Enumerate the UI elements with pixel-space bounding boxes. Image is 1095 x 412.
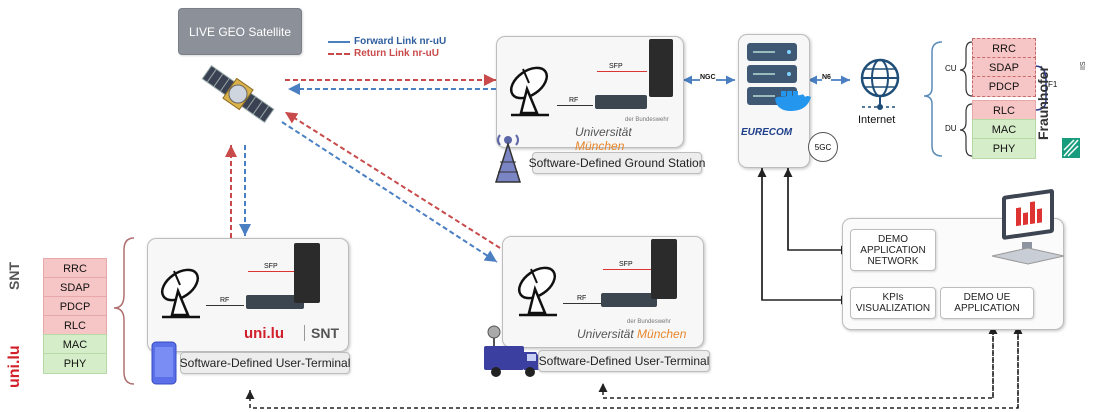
dish-icon (509, 66, 549, 117)
gnb-layer-pdcp: PDCP (972, 76, 1036, 97)
unilu-logo: uni.lu (244, 325, 284, 342)
snt-logo: SNT (304, 325, 339, 341)
unibw-logo: Universität München (577, 327, 687, 341)
du-label: DU (945, 124, 957, 133)
ut-layer-pdcp: PDCP (43, 296, 107, 317)
phone-icon (151, 341, 177, 385)
forward-link-ut2 (281, 121, 498, 263)
gnb-bracket (923, 41, 943, 157)
monitor-icon (991, 189, 1065, 265)
ut-layer-rlc: RLC (43, 315, 107, 336)
gnb-layer-mac: MAC (972, 119, 1036, 140)
sdr-rack (595, 95, 647, 109)
ut-layer-sdap: SDAP (43, 277, 107, 298)
dish-icon (517, 266, 557, 317)
eurecom-logo: EURECOM (741, 127, 793, 138)
legend: Forward Link nr-uU Return Link nr-uU (328, 36, 478, 62)
unilu-vertical-logo: uni.lu (6, 345, 23, 388)
return-link-ut2 (284, 111, 501, 249)
sfp-label: SFP (619, 261, 633, 268)
ut-layer-mac: MAC (43, 334, 107, 355)
unibw-logo: Universität München (575, 125, 632, 153)
sdr-rack (601, 293, 657, 307)
demo-app-network: DEMO APPLICATION NETWORK (850, 229, 936, 271)
5gc-badge: 5GC (808, 132, 838, 162)
ut-layer-rrc: RRC (43, 258, 107, 279)
ut2-label: Software-Defined User-Terminal (538, 350, 710, 372)
snt-vertical-logo: SNT (6, 262, 22, 290)
f1-label: F1 (1048, 80, 1058, 89)
van-icon (484, 325, 542, 377)
ut-layer-phy: PHY (43, 353, 107, 374)
ut2-box: SFP RF Universität München der Bundesweh… (502, 236, 704, 348)
gnb-layer-sdap: SDAP (972, 57, 1036, 78)
gnb-layer-phy: PHY (972, 138, 1036, 159)
globe-icon (860, 58, 900, 110)
pc-tower (294, 243, 320, 303)
fraunhofer-logo: Fraunhofer (1035, 66, 1051, 140)
ut-stack-bracket (113, 237, 135, 385)
rf-label: RF (220, 297, 230, 304)
dish-icon (160, 268, 200, 319)
ngc-label: NGC (700, 74, 716, 81)
satellite-title: LIVE GEO Satellite (178, 8, 302, 55)
fraunhofer-mark (1062, 138, 1080, 158)
n6-label: N6 (822, 74, 831, 81)
legend-return: Return Link nr-uU (354, 48, 439, 59)
antenna-tower-icon (494, 134, 522, 183)
legend-forward: Forward Link nr-uU (354, 36, 447, 47)
core-box: EURECOM (738, 34, 811, 168)
cu-label: CU (945, 64, 957, 73)
fraunhofer-sub: IIS (1080, 61, 1087, 70)
sfp-label: SFP (264, 263, 278, 270)
ground-station-box: SFP RF Universität München der Bundesweh… (496, 36, 684, 153)
pc-tower (651, 239, 677, 299)
pc-tower (649, 39, 673, 97)
gnb-layer-rlc: RLC (972, 100, 1036, 121)
docker-icon (775, 91, 811, 111)
internet-label: Internet (858, 114, 896, 126)
gnb-layer-rrc: RRC (972, 38, 1036, 59)
ut1-label: Software-Defined User-Terminal (180, 352, 350, 374)
rf-label: RF (569, 97, 579, 104)
satellite-icon (201, 64, 275, 124)
ut1-box: SFP RF uni.lu SNT (147, 238, 349, 352)
rf-label: RF (577, 295, 587, 302)
sdr-rack (246, 295, 304, 309)
kpis-visualization: KPIs VISUALIZATION (850, 287, 936, 319)
sfp-label: SFP (609, 63, 623, 70)
unibw-sub: der Bundeswehr (627, 319, 671, 325)
demo-ue-app: DEMO UE APPLICATION (940, 287, 1034, 319)
ground-station-label: Software-Defined Ground Station (529, 152, 705, 174)
unibw-sub: der Bundeswehr (625, 117, 669, 123)
